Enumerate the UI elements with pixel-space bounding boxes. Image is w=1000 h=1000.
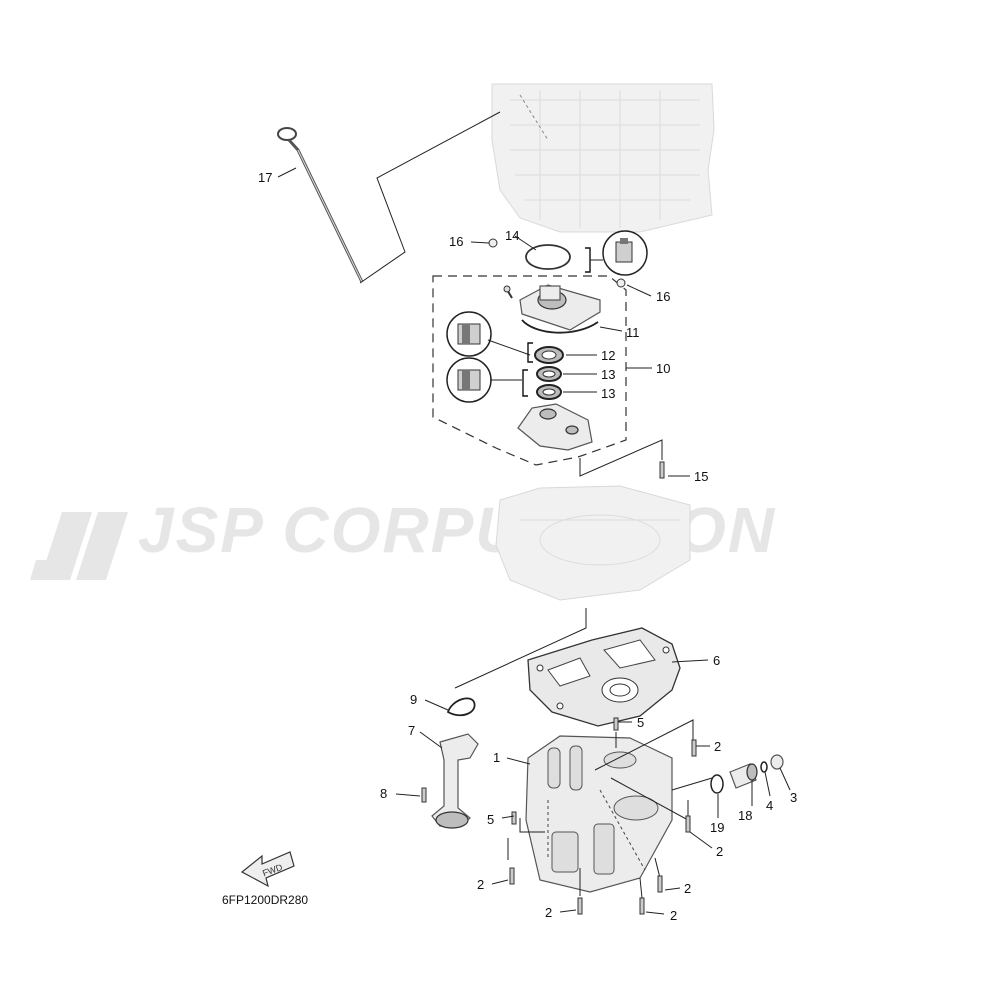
part-8-bolt bbox=[421, 787, 427, 803]
bolt-2-upper-right bbox=[691, 739, 697, 757]
part-1-oil-pan bbox=[525, 735, 673, 893]
callout-10: 10 bbox=[656, 361, 670, 376]
callout-2-right: 2 bbox=[716, 844, 723, 859]
part-18-drain-fitting bbox=[729, 763, 758, 789]
callout-2-bottom-right-b: 2 bbox=[670, 908, 677, 923]
callout-2-bottom: 2 bbox=[545, 905, 552, 920]
part-9-o-ring bbox=[446, 697, 476, 717]
part-16-dowel-right bbox=[616, 278, 626, 288]
bolt-2-bottom-right-b bbox=[639, 897, 645, 915]
bolt-2-right bbox=[685, 815, 691, 833]
bolt-5-upper bbox=[613, 717, 619, 731]
callout-17: 17 bbox=[258, 170, 272, 185]
part-16-dowel-left bbox=[488, 238, 498, 248]
ghost-engine-block bbox=[491, 83, 715, 233]
bolt-2-bottom bbox=[577, 897, 583, 915]
ghost-exhaust-guide bbox=[495, 485, 691, 601]
drain-guide-line bbox=[671, 777, 713, 791]
callout-9: 9 bbox=[410, 692, 417, 707]
callout-1: 1 bbox=[493, 750, 500, 765]
inset-bubble-middle bbox=[446, 311, 533, 363]
callout-leaders bbox=[277, 167, 791, 915]
callout-2-upper-right: 2 bbox=[714, 739, 721, 754]
part-7-oil-strainer bbox=[431, 733, 479, 829]
part-13-bearing-lower bbox=[536, 384, 562, 400]
fwd-arrow-icon: FWD bbox=[240, 851, 295, 888]
callout-12: 12 bbox=[601, 348, 615, 363]
dipstick-guide-line bbox=[359, 111, 501, 284]
inset-bubble-top bbox=[585, 230, 648, 276]
part-3-drain-plug bbox=[770, 754, 784, 770]
callout-5-left: 5 bbox=[487, 812, 494, 827]
callout-19: 19 bbox=[710, 820, 724, 835]
part-11-seal-ring bbox=[521, 319, 599, 334]
pump-housing-cover bbox=[503, 284, 601, 331]
part-4-washer bbox=[760, 761, 768, 773]
callout-labels: 17 16 14 16 11 12 10 13 13 15 6 9 5 7 2 … bbox=[258, 170, 797, 923]
part-12-oil-seal bbox=[534, 346, 564, 364]
part-19-gasket bbox=[710, 774, 724, 794]
callout-14: 14 bbox=[505, 228, 519, 243]
callout-16-upper: 16 bbox=[449, 234, 463, 249]
callout-8: 8 bbox=[380, 786, 387, 801]
assembly-10-outline bbox=[432, 275, 627, 466]
diagram-code: 6FP1200DR280 bbox=[222, 893, 308, 907]
callout-3: 3 bbox=[790, 790, 797, 805]
guide-line-case bbox=[454, 608, 587, 689]
callout-13-upper: 13 bbox=[601, 367, 615, 382]
callout-2-lower-left: 2 bbox=[477, 877, 484, 892]
callout-13-lower: 13 bbox=[601, 386, 615, 401]
part-6-gasket bbox=[527, 627, 681, 727]
callout-18: 18 bbox=[738, 808, 752, 823]
part-17-dipstick bbox=[277, 127, 364, 283]
part-14-o-ring bbox=[525, 244, 571, 270]
watermark-logo bbox=[30, 512, 128, 580]
bolt-2-lower-left bbox=[509, 867, 515, 885]
callout-7: 7 bbox=[408, 723, 415, 738]
callout-11: 11 bbox=[626, 325, 640, 340]
part-15-bolt bbox=[659, 461, 665, 479]
callout-5-upper: 5 bbox=[637, 715, 644, 730]
part-13-bearing-upper bbox=[536, 366, 562, 382]
callout-15: 15 bbox=[694, 469, 708, 484]
callout-16-right: 16 bbox=[656, 289, 670, 304]
bolt-5-left bbox=[511, 811, 517, 825]
callout-4: 4 bbox=[766, 798, 773, 813]
callout-2-bottom-right-a: 2 bbox=[684, 881, 691, 896]
inset-bubble-lower bbox=[446, 357, 528, 403]
callout-6: 6 bbox=[713, 653, 720, 668]
pump-body bbox=[517, 403, 593, 451]
guide-line-15 bbox=[579, 439, 663, 477]
bolt-2-bottom-right-a bbox=[657, 875, 663, 893]
